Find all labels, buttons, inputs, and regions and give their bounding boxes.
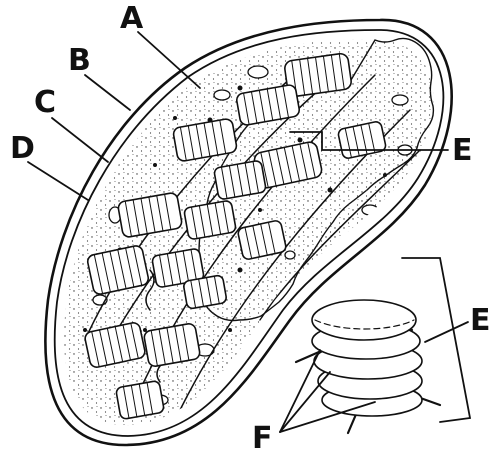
pointer-b: [85, 75, 130, 110]
pointer-c: [52, 118, 108, 162]
label-c: C: [34, 85, 56, 120]
label-a: A: [120, 1, 144, 36]
label-e-main: E: [452, 133, 473, 168]
label-b: B: [68, 43, 91, 78]
pointer-e-inset: [425, 322, 468, 342]
pointer-d: [28, 162, 88, 200]
granum-stack: [183, 275, 227, 310]
label-d: D: [10, 131, 35, 166]
label-f: F: [252, 421, 273, 455]
label-e-inset: E: [470, 303, 491, 338]
granum-stack: [116, 380, 165, 419]
thylakoid-disks: [312, 300, 422, 416]
